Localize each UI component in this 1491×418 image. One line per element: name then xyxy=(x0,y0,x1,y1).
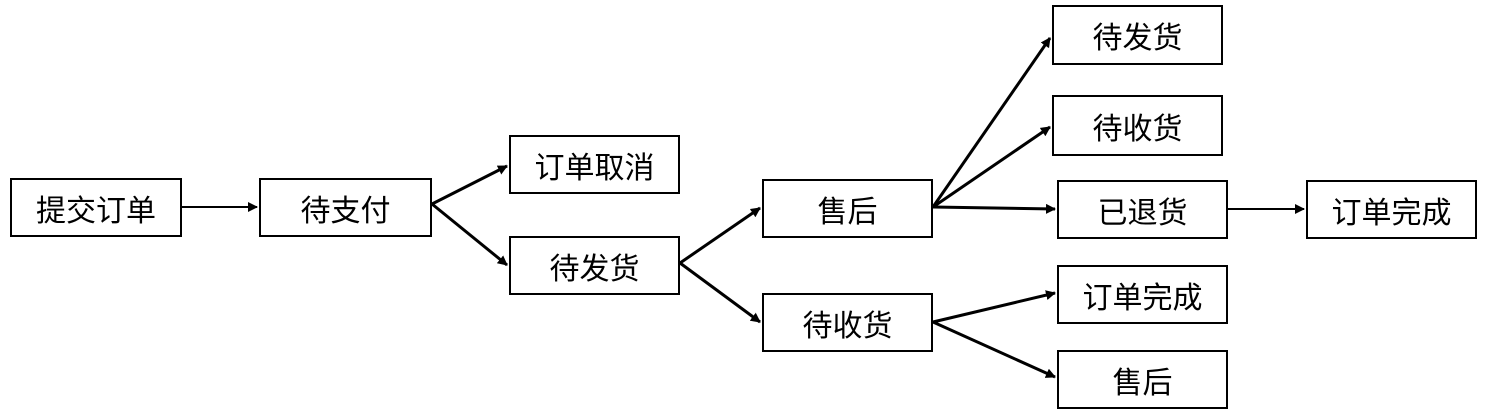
node-returned: 已退货 xyxy=(1057,180,1228,239)
node-submit-order: 提交订单 xyxy=(10,178,182,237)
arrow-after-sale-to-receive xyxy=(932,125,1051,209)
node-after-sale-pending-shipment: 待发货 xyxy=(1052,5,1223,65)
node-after-sale-from-receipt: 售后 xyxy=(1057,350,1228,409)
arrow-pay-to-cancel xyxy=(431,164,508,206)
node-order-complete-after-return: 订单完成 xyxy=(1306,180,1477,239)
node-after-sale: 售后 xyxy=(762,179,933,238)
arrow-pay-to-ship xyxy=(431,202,508,267)
node-pending-shipment: 待发货 xyxy=(509,236,680,295)
arrow-ship-to-receive xyxy=(679,261,761,324)
node-after-sale-pending-receipt: 待收货 xyxy=(1052,95,1223,156)
arrow-after-sale-to-ship xyxy=(931,37,1052,208)
arrow-receive-to-after-sale xyxy=(932,320,1056,379)
arrow-receive-to-complete xyxy=(932,290,1056,324)
node-order-complete: 订单完成 xyxy=(1057,265,1228,324)
node-pending-receipt: 待收货 xyxy=(762,293,933,352)
node-pending-payment: 待支付 xyxy=(259,178,432,237)
arrow-ship-to-after-sale xyxy=(679,206,761,265)
arrow-after-sale-to-returned xyxy=(932,203,1056,214)
node-order-cancelled: 订单取消 xyxy=(509,135,680,194)
